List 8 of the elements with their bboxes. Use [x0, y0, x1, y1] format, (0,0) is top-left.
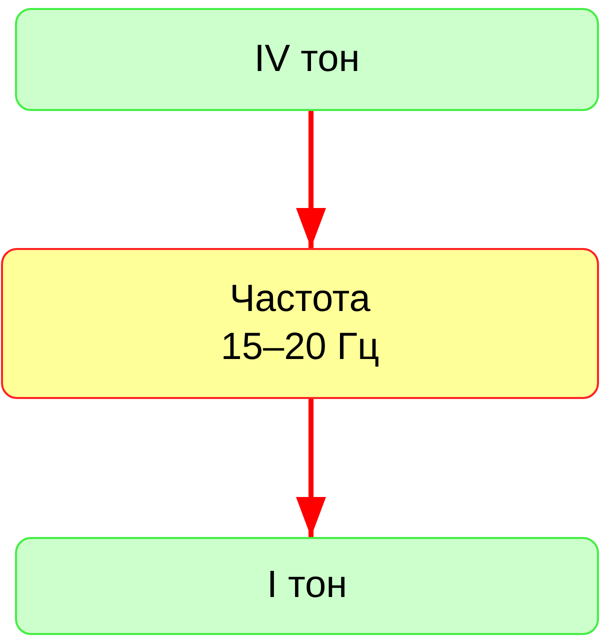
process-box — [1, 248, 599, 399]
process-box — [15, 537, 599, 635]
box-label: I тон — [266, 563, 348, 608]
box-label: Частота 15–20 Гц — [220, 277, 380, 370]
arrow — [296, 111, 326, 248]
box-label: IV тон — [254, 36, 360, 82]
arrow — [296, 399, 326, 537]
process-box — [15, 8, 599, 111]
